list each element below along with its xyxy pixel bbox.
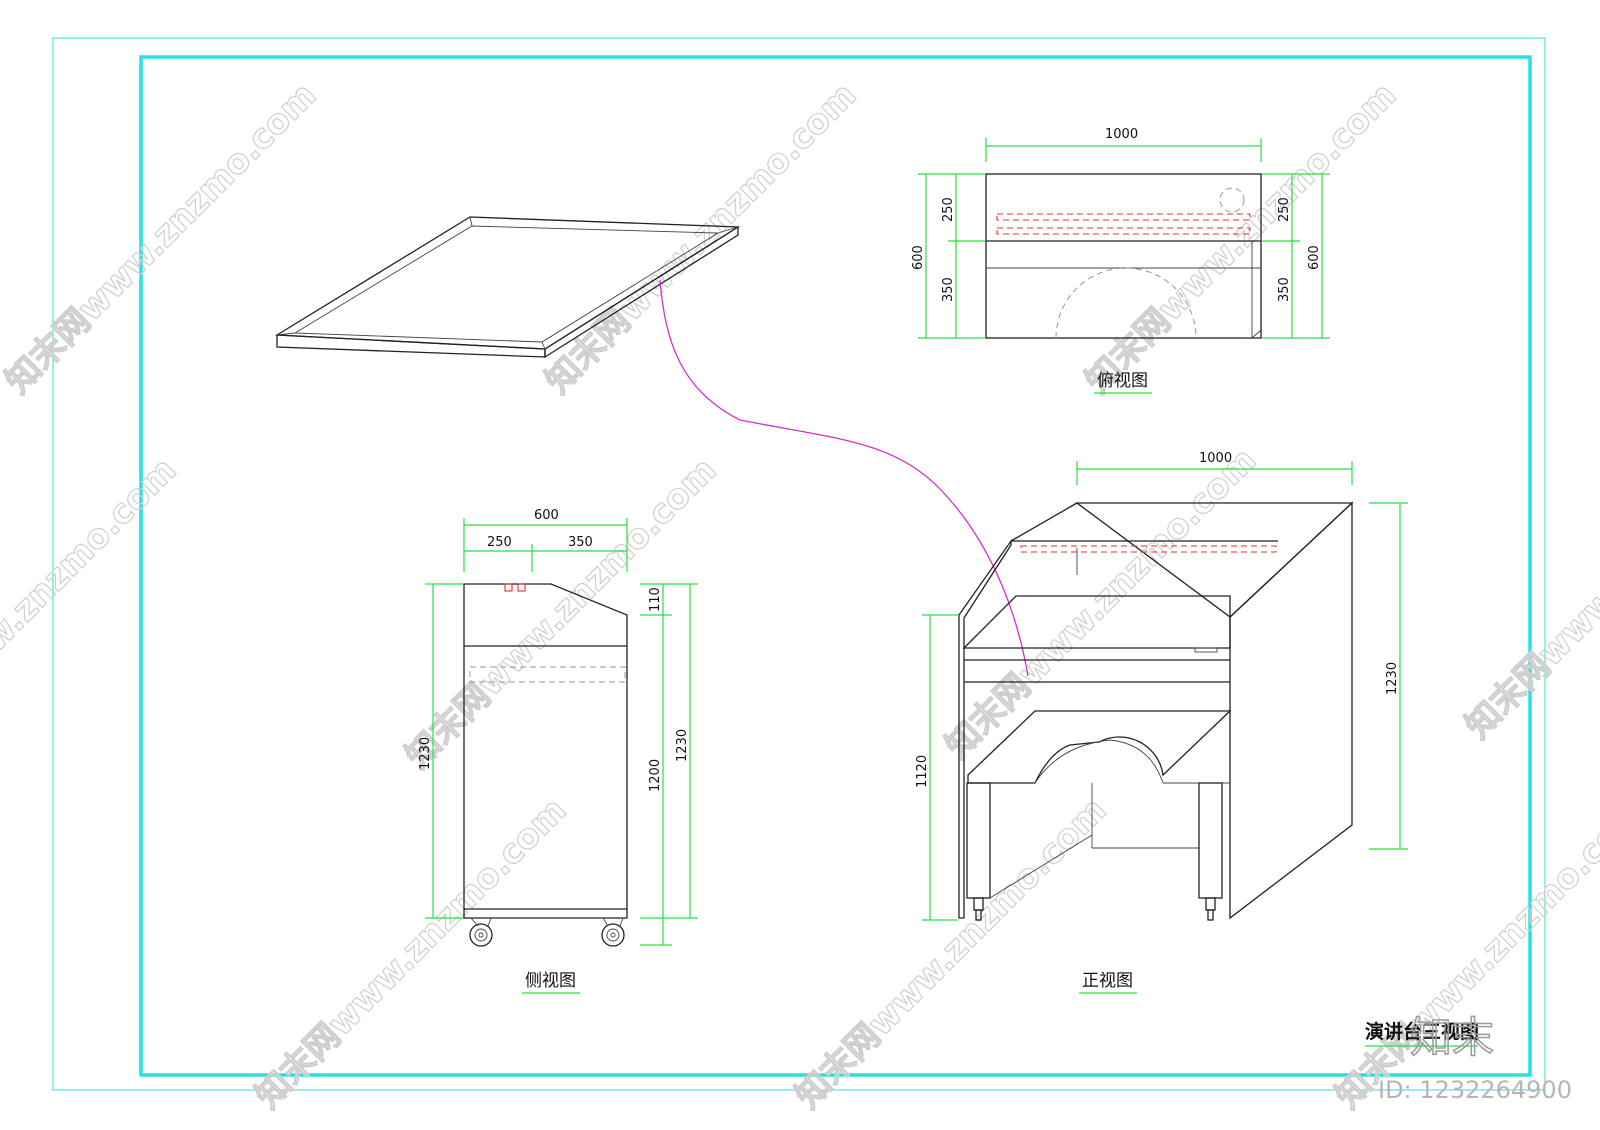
front-view-title: 正视图 xyxy=(1082,971,1133,991)
watermark-text: 知末网www.znzmo.com xyxy=(0,450,184,776)
watermark-text: 知末网www.znzmo.com xyxy=(398,450,724,776)
outer-frame xyxy=(52,37,1546,1091)
caster-wheel xyxy=(1205,897,1216,921)
id-watermark: ID: 1232264900 xyxy=(1378,1076,1572,1104)
front-view: 1000 1120 1230 正视图 xyxy=(915,451,1408,994)
top-view-depth-dim-right: 600 xyxy=(1307,245,1322,270)
side-view-front-depth-dim: 250 xyxy=(487,535,512,550)
side-view-height-dim-left: 1230 xyxy=(418,737,433,770)
front-view-width-dim: 1000 xyxy=(1199,451,1232,466)
watermark-text: 知末网www.znzmo.com xyxy=(248,790,574,1116)
caster-wheel xyxy=(469,917,493,947)
side-view-body-height-dim: 1200 xyxy=(648,759,663,792)
watermark-text: 知末网www.znzmo.com xyxy=(1328,790,1600,1116)
watermark-text: 知末网www.znzmo.com xyxy=(0,75,324,401)
watermark-text: 知末网www.znzmo.com xyxy=(538,75,864,401)
inner-frame xyxy=(139,55,1532,1077)
watermark-text: 知末网www.znzmo.com xyxy=(1078,75,1404,401)
watermark-layer: 知末网www.znzmo.com 知末网www.znzmo.com 知末网www… xyxy=(0,75,1600,1117)
side-view-height-dim-right: 1230 xyxy=(675,729,690,762)
side-view: 600 250 350 1230 110 1200 1230 侧视图 xyxy=(418,508,698,994)
side-view-title: 侧视图 xyxy=(525,971,576,991)
top-view-front-depth-dim-left: 250 xyxy=(941,197,956,222)
top-view-back-depth-dim-right: 350 xyxy=(1277,277,1292,302)
top-view-front-depth-dim-right: 250 xyxy=(1277,197,1292,222)
top-view-title: 俯视图 xyxy=(1097,371,1148,391)
watermark-text: 知末网www.znzmo.com xyxy=(938,440,1264,766)
front-view-inner-height-dim: 1120 xyxy=(915,755,930,788)
top-view: 1000 600 250 350 250 350 600 俯视图 xyxy=(911,127,1330,394)
side-view-depth-dim: 600 xyxy=(534,508,559,523)
front-view-total-height-dim: 1230 xyxy=(1385,662,1400,695)
side-view-back-depth-dim: 350 xyxy=(568,535,593,550)
caster-wheel xyxy=(601,917,625,947)
top-view-width-dim: 1000 xyxy=(1105,127,1138,142)
caster-wheel xyxy=(973,897,984,921)
brand-watermark: 知末 xyxy=(1410,1013,1494,1062)
tilted-top-panel xyxy=(274,216,741,359)
side-view-top-height-dim: 110 xyxy=(648,587,663,612)
leader-curve xyxy=(659,279,1029,677)
top-view-depth-dim-left: 600 xyxy=(911,245,926,270)
watermark-text: 知末网www.znzmo.com xyxy=(788,790,1114,1116)
top-view-back-depth-dim-left: 350 xyxy=(941,277,956,302)
drawing-title: 演讲台三视图 xyxy=(1365,1020,1479,1043)
